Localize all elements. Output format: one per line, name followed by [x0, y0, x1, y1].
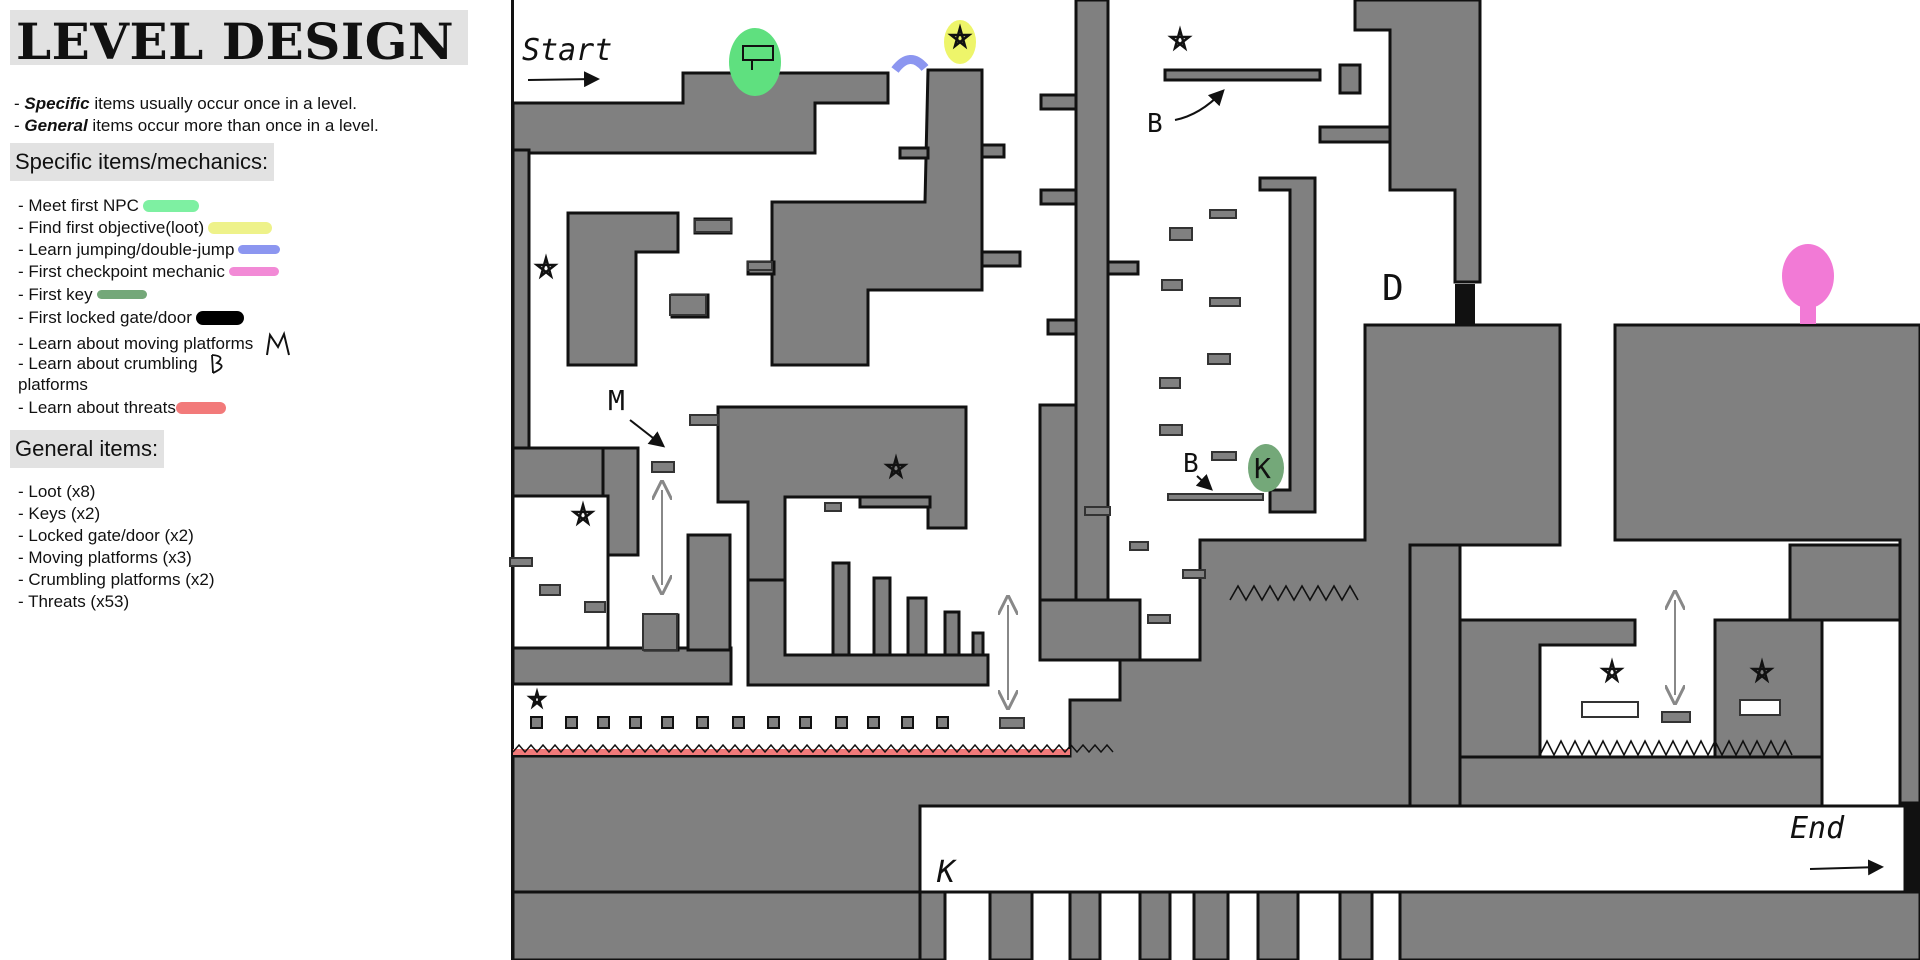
jump-swatch — [238, 245, 281, 255]
npc-sign-icon — [742, 45, 774, 61]
end-label: End — [1790, 811, 1845, 846]
legend-item-key: - First key — [18, 283, 147, 306]
crumbling-label-2: B — [1183, 449, 1199, 479]
star-icon — [1599, 657, 1625, 684]
checkpoint-marker — [1782, 244, 1834, 324]
star-icon — [533, 253, 559, 280]
legend-item-door: - First locked gate/door — [18, 306, 244, 329]
door-swatch — [195, 310, 244, 325]
star-icon — [947, 23, 973, 50]
star-icon — [570, 500, 596, 527]
general-item-moving: - Moving platforms (x3) — [18, 548, 192, 567]
note-specific: - Specific items usually occur once in a… — [14, 94, 357, 113]
crumbling-label-1: B — [1147, 109, 1163, 139]
annotations: Start End D K K M B B — [522, 33, 1884, 890]
title-box — [10, 10, 468, 65]
general-heading: General items: — [10, 430, 165, 468]
checkpoint-swatch — [228, 267, 279, 277]
page-title: LEVEL DESIGN — [16, 12, 455, 71]
key-label-1: K — [1254, 452, 1271, 485]
legend-item-threats: - Learn about threats — [18, 396, 226, 419]
legend-panel: LEVEL DESIGN - Specific items usually oc… — [0, 0, 500, 960]
bottom-corridor — [918, 804, 1907, 894]
legend-item-jump: - Learn jumping/double-jump — [18, 238, 281, 261]
loot-stars — [526, 23, 1775, 710]
start-label: Start — [522, 33, 612, 68]
moving-label: M — [608, 384, 625, 417]
locked-door — [1455, 284, 1475, 326]
door-label: D — [1382, 268, 1404, 309]
specific-heading: Specific items/mechanics: — [10, 143, 275, 181]
legend-item-crumbling-cont: platforms — [18, 375, 88, 394]
crumbling-platform-icon — [211, 353, 223, 374]
level-map: Start End D K K M B B — [509, 0, 1920, 960]
general-item-threats: - Threats (x53) — [18, 592, 130, 611]
key-marker — [1248, 444, 1284, 492]
star-icon — [1749, 657, 1775, 684]
npc-swatch — [142, 199, 199, 212]
star-icon — [883, 453, 909, 480]
legend-item-objective: - Find first objective(loot) — [18, 216, 273, 239]
general-item-crumbling: - Crumbling platforms (x2) — [18, 570, 215, 589]
general-item-keys: - Keys (x2) — [18, 504, 101, 523]
npc-marker — [729, 28, 781, 96]
star-icon — [526, 687, 548, 710]
threats-swatch — [175, 401, 226, 414]
general-item-loot: - Loot (x8) — [18, 482, 96, 501]
objective-swatch — [208, 221, 273, 234]
platforms — [509, 209, 1781, 729]
threats — [512, 584, 1793, 757]
moving-platform-icon — [266, 330, 291, 356]
general-item-doors: - Locked gate/door (x2) — [18, 526, 194, 545]
key-label-2: K — [936, 855, 957, 890]
legend-item-checkpoint: - First checkpoint mechanic — [18, 260, 279, 283]
small-block-row — [530, 716, 949, 729]
note-general: - General items occur more than once in … — [14, 116, 379, 135]
star-icon — [1167, 25, 1193, 52]
jump-marker — [891, 55, 929, 73]
legend-item-crumbling: - Learn about crumbling — [18, 352, 230, 375]
key-swatch — [96, 290, 147, 300]
legend-item-npc: - Meet first NPC — [18, 194, 199, 217]
legend-item-moving: - Learn about moving platforms — [18, 329, 292, 359]
moving-platform-arrows — [662, 490, 1675, 700]
